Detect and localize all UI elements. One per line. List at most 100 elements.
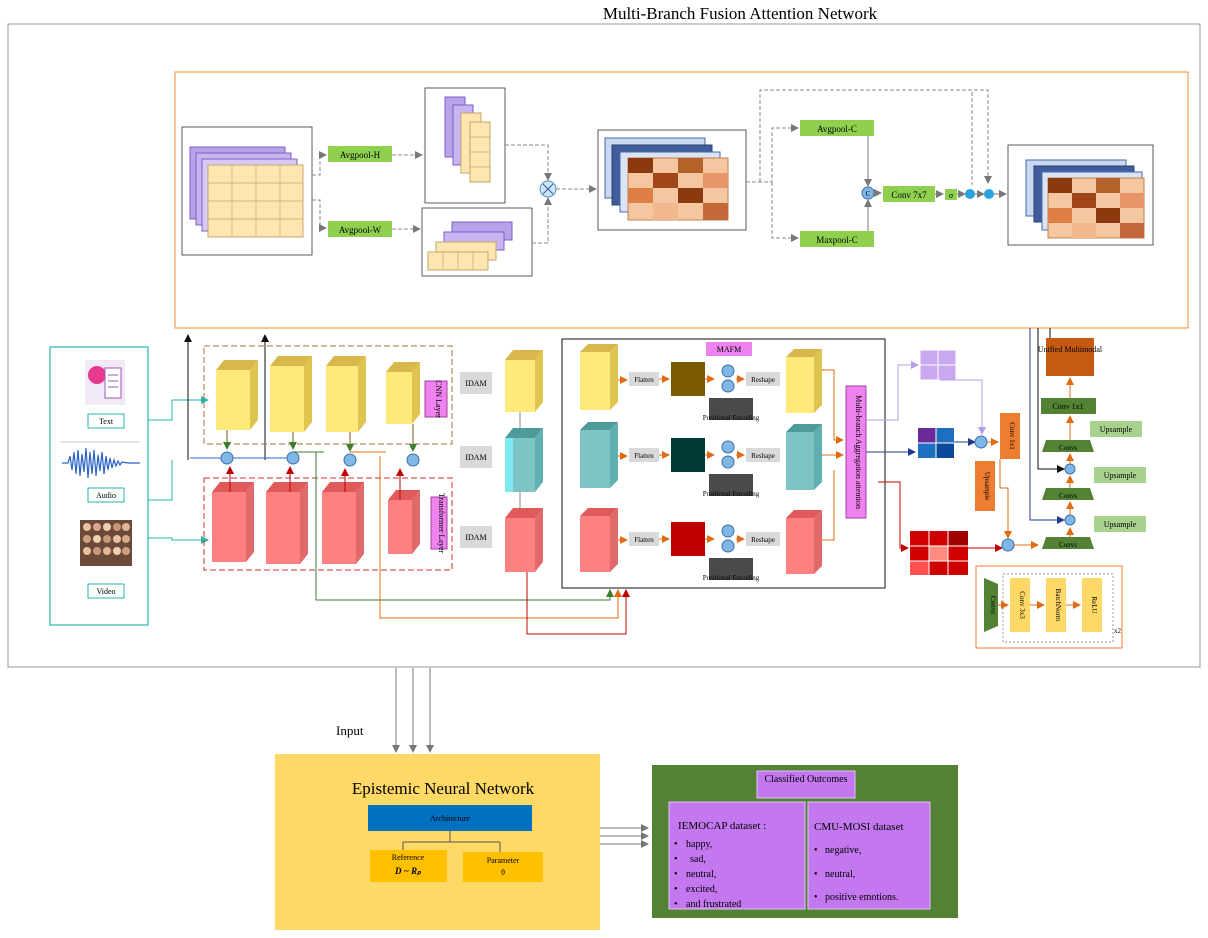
parameter-box (463, 852, 543, 882)
positional-encoding-box-3 (709, 558, 753, 580)
architecture-connectors (402, 831, 501, 852)
classified-label: Classified Outcomes (764, 774, 847, 785)
iemocap-item-sad: sad, (690, 854, 706, 865)
decoder-concat-1 (974, 435, 988, 449)
h-feature-stack (444, 96, 491, 183)
transformer-layer-label: Transformer Layer (437, 493, 446, 554)
cnn-layer-box (424, 380, 448, 418)
conv3x3-box (1010, 578, 1030, 632)
mosi-title: CMU-MOSI dataset (814, 821, 904, 833)
video-input-label-box (87, 583, 125, 599)
text-input-label: Text (99, 417, 114, 426)
convs-label-3: Convs (1059, 541, 1077, 549)
iemocap-item-neutral: neutral, (686, 869, 716, 880)
avgpool-c-label: Avgpool-C (817, 124, 857, 134)
reshape-box-2 (746, 448, 780, 462)
conv7-label: Conv 7x7 (891, 190, 927, 200)
conv1x1-label-1: Conv 1x1 (1008, 422, 1016, 450)
svg-text:•: • (814, 845, 818, 856)
relu-label: ReLU (1090, 596, 1098, 613)
fused-feature-red (910, 531, 968, 575)
audio-input-label: Audio (96, 491, 116, 500)
classified-box (756, 770, 856, 799)
positional-encoding-label-2: Positional Encoding (703, 490, 760, 498)
transformer-branch-box (203, 477, 453, 571)
upsample-label-1: Upsample (1100, 425, 1133, 434)
svg-text:•: • (814, 869, 818, 880)
conv3x3-label: Conv 3x3 (1018, 591, 1026, 619)
avgpool-c-box (800, 120, 874, 136)
flatten-label-2: Flatten (634, 452, 654, 460)
fusion-concat-2 (286, 451, 300, 465)
maxpool-c-label: Maxpool-C (816, 235, 858, 245)
idam-box-1 (460, 372, 492, 394)
convs-label-detail: Convs (989, 596, 997, 614)
reshape-label-1: Reshape (751, 376, 775, 384)
input-feature-stack (189, 146, 304, 238)
svg-text:•: • (674, 884, 678, 895)
sigma-label: σ (949, 191, 954, 200)
decoder-concat-2 (1001, 538, 1015, 552)
upsample-box-2 (1094, 467, 1146, 483)
positional-encoding-box-1 (709, 398, 753, 420)
idam-box-3 (460, 526, 492, 548)
mosi-box (807, 801, 931, 910)
reference-box (370, 850, 447, 882)
audio-waveform-icon (62, 447, 140, 479)
repeat-label: x2 (1114, 627, 1122, 635)
svg-text:•: • (674, 839, 678, 850)
positional-encoding-ops (721, 364, 735, 553)
add-dot-icon (984, 189, 994, 199)
upsample-box-1 (1090, 421, 1142, 437)
architecture-box (368, 805, 532, 831)
upsample-box-vertical (975, 461, 995, 511)
maxpool-c-box (800, 231, 874, 247)
decoder-stack (1041, 338, 1096, 549)
upsample-label-vertical: Upsample (983, 472, 991, 500)
positional-encoding-box-2 (709, 474, 753, 496)
idam-output-blocks (505, 350, 543, 572)
convs-label-1: Convs (1059, 444, 1077, 452)
avgpool-h-box (328, 146, 392, 162)
iemocap-item-happy: happy, (686, 839, 712, 850)
cnn-branch-box (203, 345, 453, 445)
w-feature-stack (427, 221, 513, 271)
reference-formula: D ~ Rₚ (394, 866, 421, 876)
mosi-item-neutral: neutral, (825, 869, 855, 880)
avgpool-w-box (328, 221, 392, 237)
iemocap-list: •happy, •sad, •neutral, •excited, •and f… (674, 839, 741, 910)
mafm-title-box (706, 342, 752, 356)
convs-trapezoid (984, 578, 998, 632)
mosi-list: •negative, •neutral, •positive emotions. (814, 845, 898, 903)
aggregation-attention-label: Multi-branch Aggregation attention (854, 395, 863, 509)
convs-label-2: Convs (1059, 492, 1077, 500)
upsample-label-2: Upsample (1104, 471, 1137, 480)
avgpool-h-label: Avgpool-H (340, 150, 381, 160)
mosi-item-positive: positive emotions. (825, 892, 898, 903)
video-frames-image (80, 520, 132, 566)
upsample-label-3: Upsample (1104, 520, 1137, 529)
transformer-feature-blocks (212, 482, 420, 564)
reshape-box-3 (746, 532, 780, 546)
positional-encoding-label-1: Positional Encoding (703, 414, 760, 422)
flatten-box-3 (629, 532, 659, 546)
idam-label-3: IDAM (465, 533, 486, 542)
relu-box (1082, 578, 1102, 632)
input-label: Input (336, 723, 364, 738)
architecture-label: Architecture (430, 814, 470, 823)
avgpool-w-label: Avgpool-W (339, 225, 382, 235)
iemocap-item-excited: excited, (686, 884, 717, 895)
multiply-dot-icon (965, 189, 975, 199)
conv1x1-label-2: Conv 1x1 (1052, 402, 1083, 411)
reshape-label-3: Reshape (751, 536, 775, 544)
conv-block-detail-box (975, 565, 1123, 649)
svg-text:•: • (814, 892, 818, 903)
batchnorm-box (1046, 578, 1066, 632)
iemocap-title: IEMOCAP dataset : (678, 820, 766, 832)
teal-edge (505, 438, 513, 492)
unified-label: Unified Multimodal (1038, 345, 1103, 354)
token-block-2 (671, 438, 705, 472)
mafm-input-blocks (580, 344, 618, 572)
upsample-box-3 (1094, 516, 1146, 532)
fusion-concat-1 (220, 451, 234, 465)
